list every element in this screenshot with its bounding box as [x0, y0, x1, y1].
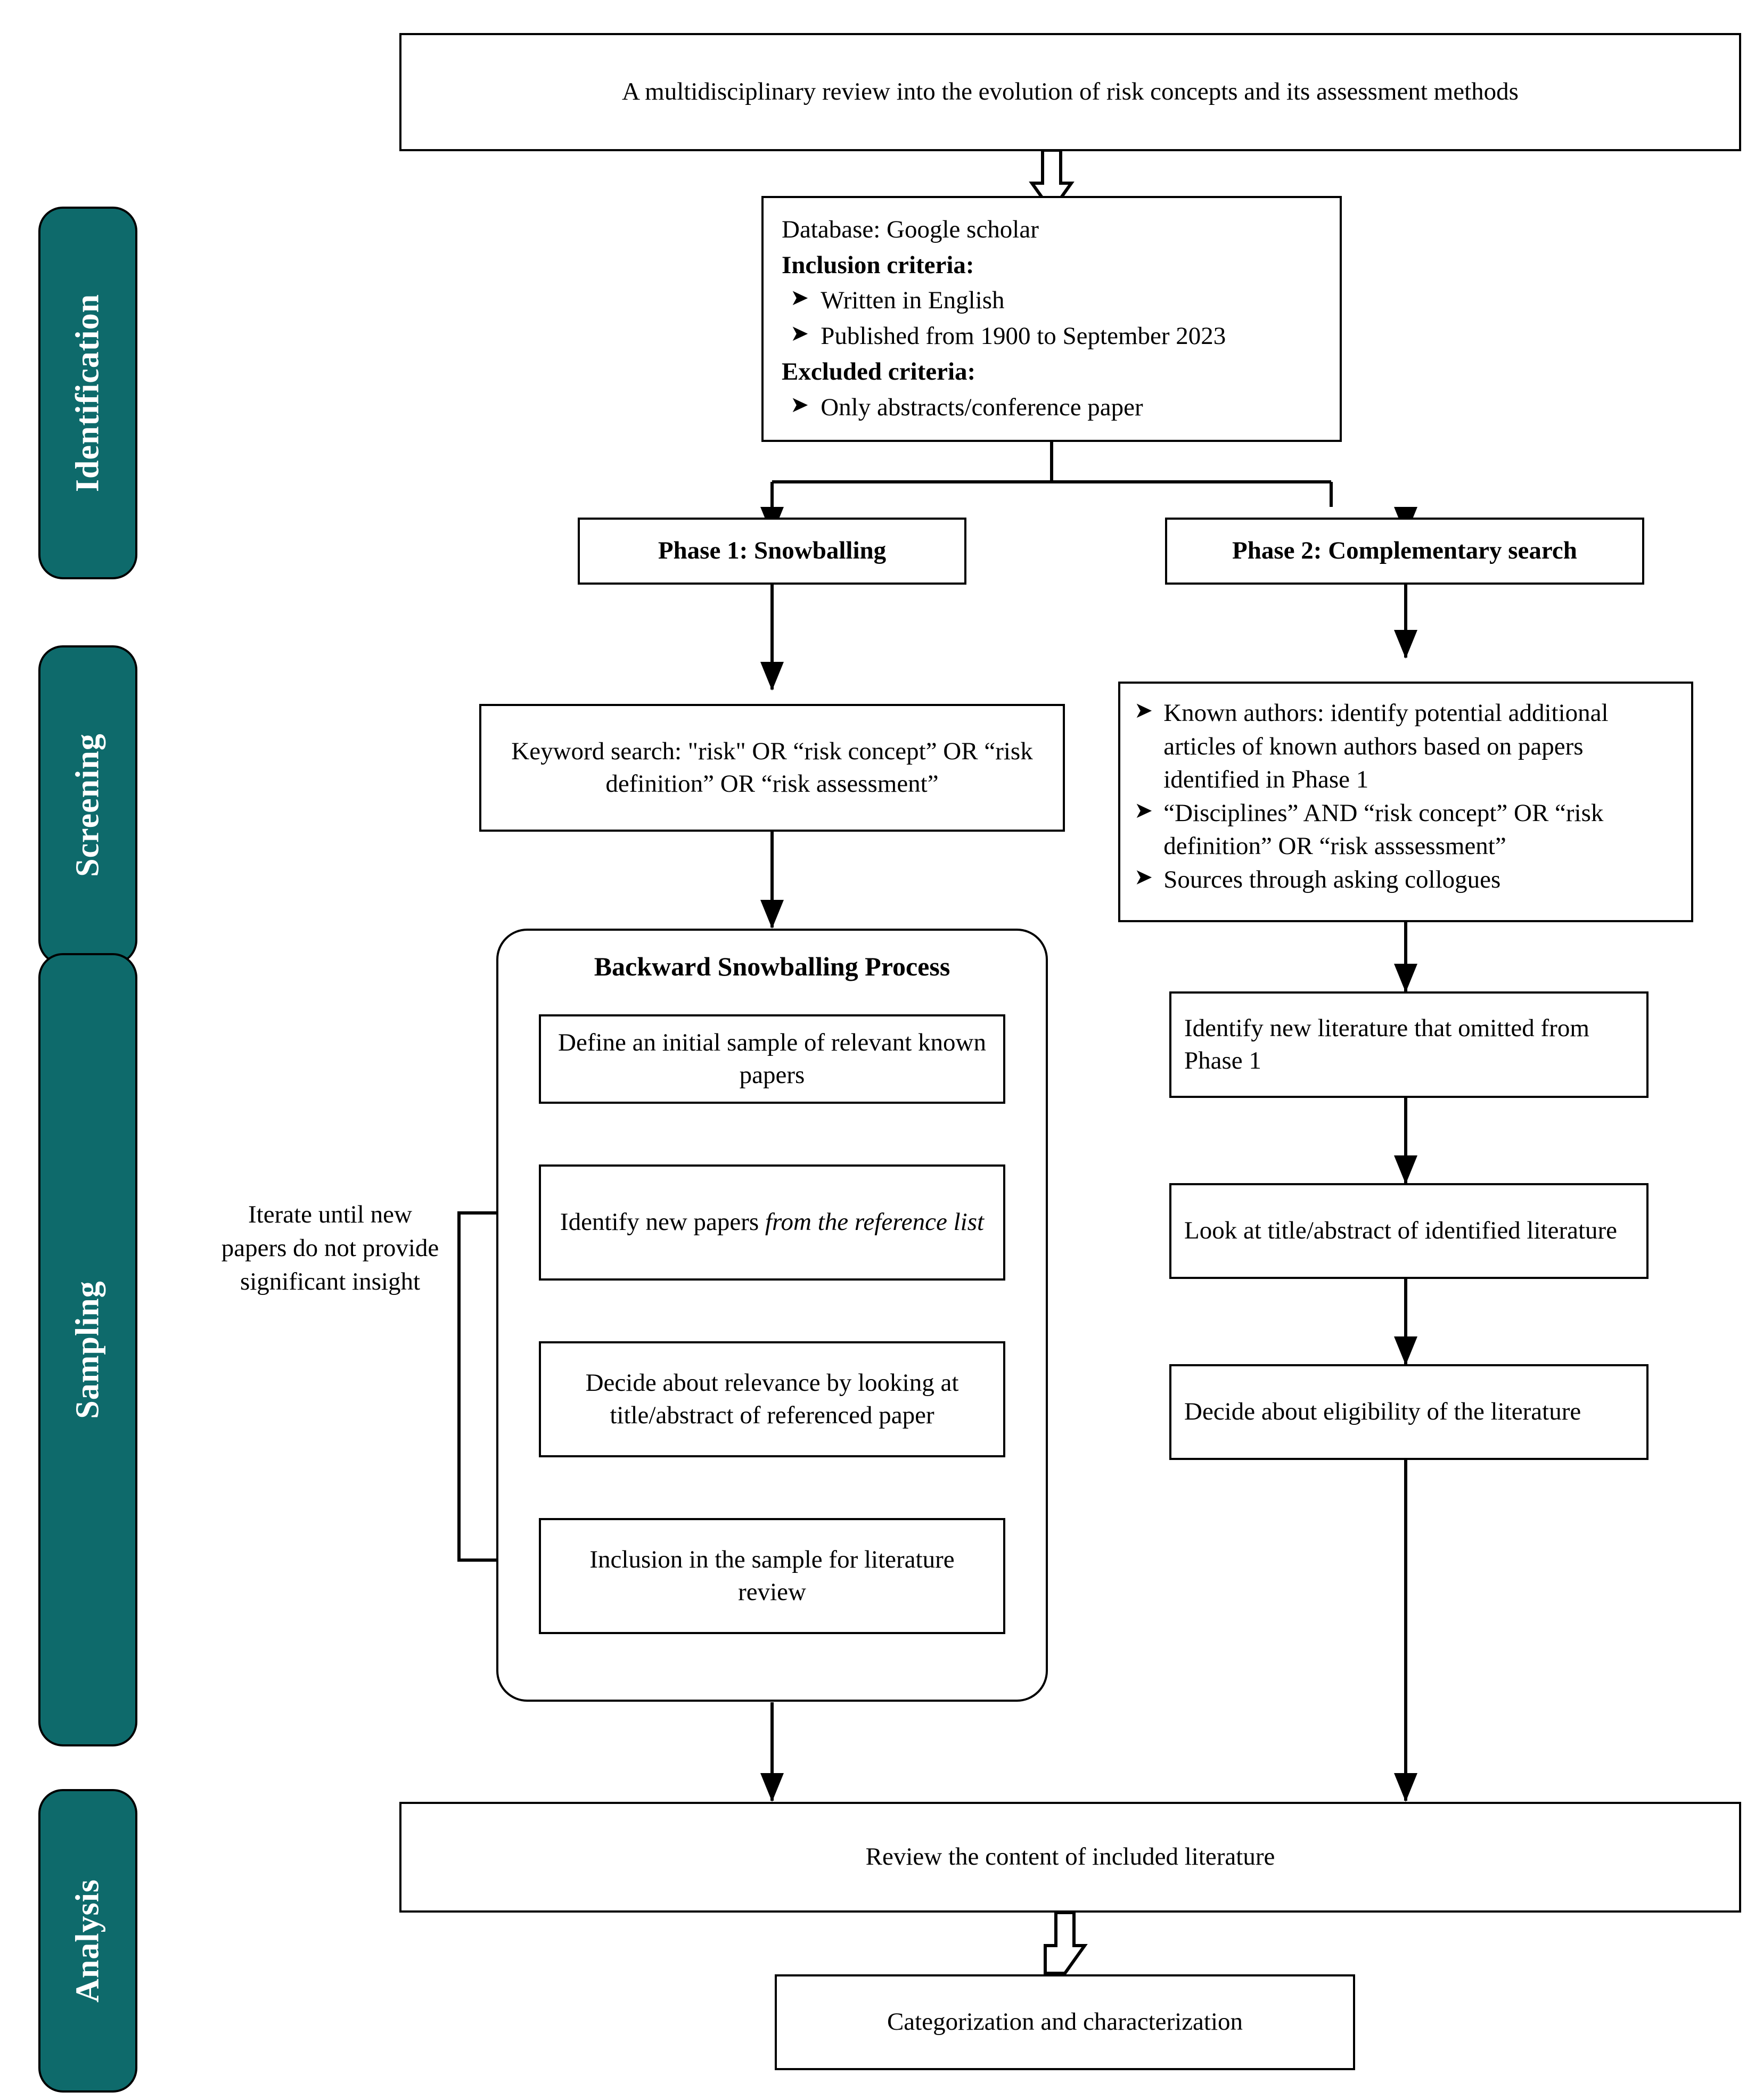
stage-pill-identification: Identification [38, 207, 137, 579]
criteria-inclusion-item-2: ➤ Published from 1900 to September 2023 [782, 318, 1324, 354]
snowball-step-inclusion-text: Inclusion in the sample for literature r… [589, 1545, 955, 1606]
phase2-step-look-box: Look at title/abstract of identified lit… [1169, 1183, 1649, 1279]
title-text: A multidisciplinary review into the evol… [622, 78, 1519, 106]
bullet-arrow-icon: ➤ [1134, 699, 1153, 723]
phase2-step-identify-box: Identify new literature that omitted fro… [1169, 991, 1649, 1098]
stage-label-screening: Screening [69, 733, 106, 877]
snowball-step-define-box: Define an initial sample of relevant kno… [539, 1014, 1005, 1104]
phase2-search-item-3-text: Sources through asking collogues [1163, 865, 1501, 893]
criteria-inclusion-item-1-text: Written in English [821, 286, 1005, 315]
phase2-step-identify-text: Identify new literature that omitted fro… [1184, 1014, 1589, 1074]
stage-pill-analysis: Analysis [38, 1789, 137, 2093]
bullet-arrow-icon: ➤ [790, 286, 809, 311]
review-content-text: Review the content of included literatur… [865, 1843, 1275, 1871]
phase2-header-text: Phase 2: Complementary search [1232, 537, 1577, 565]
phase2-search-item-1-text: Known authors: identify potential additi… [1163, 699, 1609, 793]
criteria-inclusion-heading: Inclusion criteria: [782, 251, 974, 279]
phase2-step-decide-text: Decide about eligibility of the literatu… [1184, 1398, 1581, 1426]
title-box: A multidisciplinary review into the evol… [399, 33, 1741, 151]
bullet-arrow-icon: ➤ [790, 392, 809, 417]
iterate-note: Iterate until new papers do not provide … [221, 1201, 439, 1295]
backward-snowballing-title: Backward Snowballing Process [594, 951, 950, 981]
criteria-excluded-heading: Excluded criteria: [782, 357, 976, 385]
criteria-box: Database: Google scholar Inclusion crite… [761, 196, 1342, 442]
criteria-inclusion-item-2-text: Published from 1900 to September 2023 [821, 322, 1226, 350]
snowball-step-define-text: Define an initial sample of relevant kno… [558, 1028, 986, 1089]
bullet-arrow-icon: ➤ [1134, 798, 1153, 823]
criteria-excluded-item-1-text: Only abstracts/conference paper [821, 393, 1143, 421]
phase2-search-item-1: ➤ Known authors: identify potential addi… [1134, 696, 1677, 797]
phase2-step-look-text: Look at title/abstract of identified lit… [1184, 1217, 1618, 1245]
bullet-arrow-icon: ➤ [1134, 865, 1153, 890]
phase2-search-item-2-text: “Disciplines” AND “risk concept” OR “ris… [1163, 799, 1604, 860]
phase2-search-item-3: ➤ Sources through asking collogues [1134, 863, 1677, 897]
bullet-arrow-icon: ➤ [790, 322, 809, 347]
categorization-text: Categorization and characterization [887, 2008, 1243, 2036]
phase2-search-item-2: ➤ “Disciplines” AND “risk concept” OR “r… [1134, 797, 1677, 863]
phase2-search-box: ➤ Known authors: identify potential addi… [1118, 682, 1693, 922]
phase2-header-box: Phase 2: Complementary search [1165, 518, 1644, 585]
snowball-step-inclusion-box: Inclusion in the sample for literature r… [539, 1518, 1005, 1634]
snowball-step-decide-text: Decide about relevance by looking at tit… [585, 1368, 959, 1429]
stage-pill-screening: Screening [38, 645, 137, 965]
criteria-database-line: Database: Google scholar [782, 216, 1039, 243]
stage-label-identification: Identification [69, 293, 106, 493]
snowball-step-identify-text: Identify new papers [560, 1208, 765, 1236]
stage-label-sampling: Sampling [69, 1281, 106, 1419]
keyword-search-box: Keyword search: "risk" OR “risk concept”… [479, 704, 1065, 832]
phase1-header-box: Phase 1: Snowballing [578, 518, 966, 585]
phase1-header-text: Phase 1: Snowballing [658, 537, 887, 565]
snowball-step-identify-box: Identify new papers from the reference l… [539, 1164, 1005, 1281]
stage-label-analysis: Analysis [69, 1879, 106, 2003]
review-content-box: Review the content of included literatur… [399, 1802, 1741, 1913]
criteria-excluded-item-1: ➤ Only abstracts/conference paper [782, 390, 1324, 425]
snowball-step-identify-italic: from the reference list [765, 1208, 985, 1236]
keyword-search-text: Keyword search: "risk" OR “risk concept”… [511, 737, 1033, 798]
stage-pill-sampling: Sampling [38, 953, 137, 1746]
phase2-step-decide-box: Decide about eligibility of the literatu… [1169, 1364, 1649, 1460]
categorization-box: Categorization and characterization [775, 1974, 1355, 2070]
snowball-step-decide-box: Decide about relevance by looking at tit… [539, 1341, 1005, 1457]
criteria-inclusion-item-1: ➤ Written in English [782, 283, 1324, 318]
